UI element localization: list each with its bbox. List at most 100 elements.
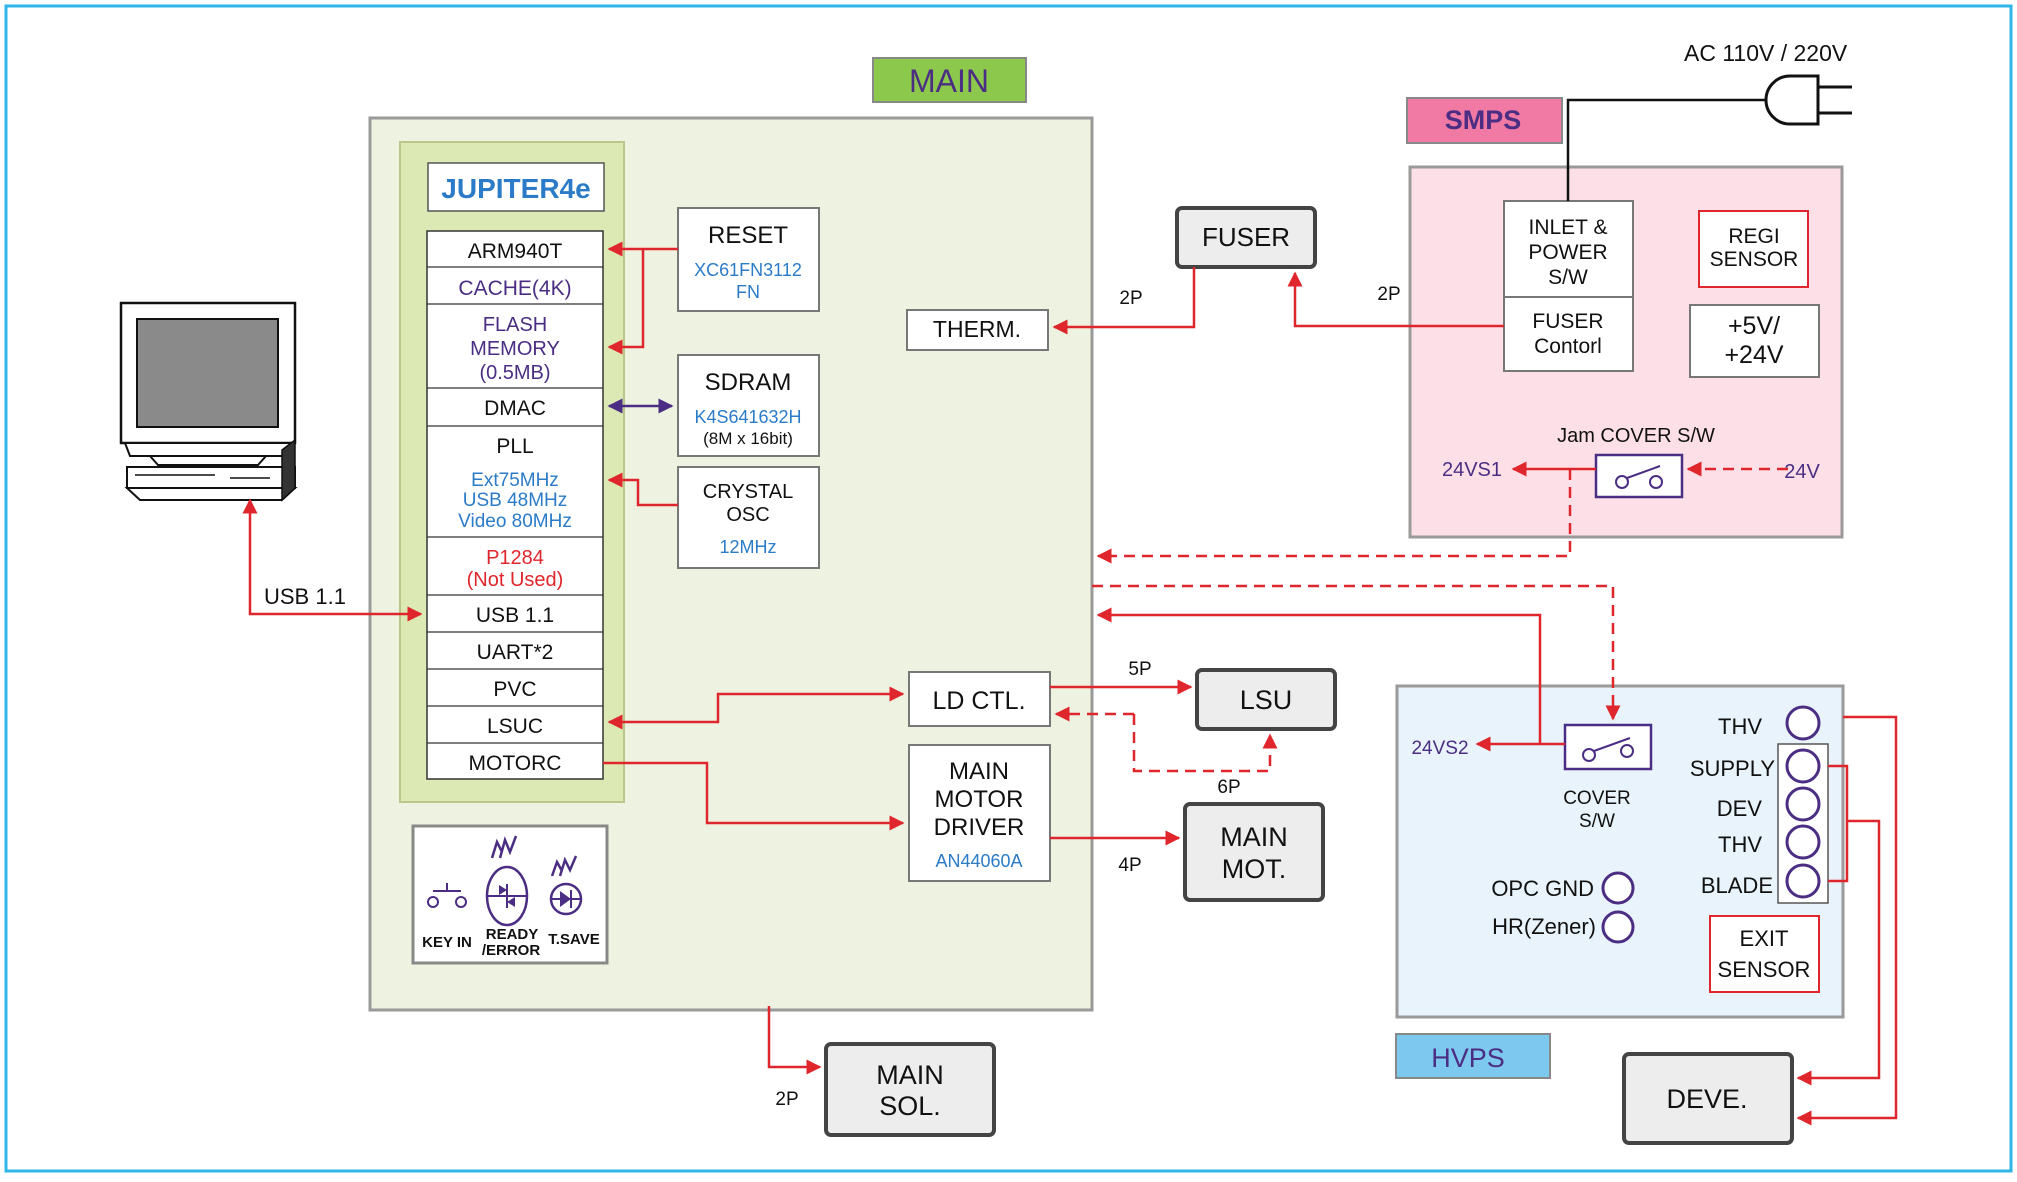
- block-arm: ARM940T: [468, 240, 563, 263]
- usb-link-label: USB 1.1: [264, 584, 346, 609]
- block-lsuc: LSUC: [487, 715, 543, 738]
- terminal-blade: BLADE: [1701, 873, 1773, 898]
- fuser-control-box: [1503, 296, 1634, 372]
- operator-panel: [411, 824, 609, 965]
- hvps-header: [1395, 1033, 1551, 1079]
- terminal-dev-icon: [1785, 786, 1821, 822]
- smps-header-label: SMPS: [1445, 105, 1522, 135]
- main-solenoid-box: [824, 1042, 996, 1137]
- ld-ctl-label: LD CTL.: [932, 687, 1025, 715]
- main-motor-line1: MAIN: [1220, 822, 1288, 852]
- host-computer-icon: [119, 301, 298, 502]
- crystal-box: [677, 466, 820, 569]
- fuser-connector-label: 2P: [1377, 284, 1400, 305]
- block-pll-ext: Ext75MHz: [471, 470, 559, 491]
- reset-part-suffix: FN: [736, 282, 760, 302]
- key-in-label: KEY IN: [422, 934, 472, 951]
- solenoid-connector-label: 2P: [775, 1089, 798, 1110]
- jupiter-title: JUPITER4e: [441, 173, 590, 204]
- deve-label: DEVE.: [1666, 1084, 1747, 1114]
- ready-error-led-icon: [485, 835, 529, 927]
- terminal-thv: THV: [1718, 832, 1762, 857]
- exit-sensor-line2: SENSOR: [1718, 957, 1811, 982]
- terminal-supply: SUPPLY: [1690, 756, 1776, 781]
- reset-box: [677, 207, 820, 312]
- sdram-box: [677, 354, 820, 457]
- smps-24v-label: 24V: [1784, 461, 1820, 483]
- motor-driver-box: [908, 744, 1051, 882]
- smps-header: [1406, 97, 1563, 144]
- fuser-control-line1: FUSER: [1532, 310, 1603, 333]
- sdram-part: K4S641632H: [694, 407, 801, 427]
- terminal-thv-top: THV: [1718, 714, 1762, 739]
- terminal-blade-icon: [1785, 863, 1821, 899]
- crystal-label-line2: OSC: [726, 504, 769, 526]
- key-in-switch-icon: [427, 883, 467, 908]
- therm-label: THERM.: [933, 316, 1021, 342]
- ac-power-cable: [1566, 98, 1766, 201]
- jupiter-title-box: [427, 162, 605, 212]
- main-motor-line2: MOT.: [1222, 854, 1287, 884]
- block-p1284: P1284: [486, 547, 544, 569]
- lsu-power-connector-label: 5P: [1128, 659, 1151, 680]
- therm-connector-label: 2P: [1119, 288, 1142, 309]
- cover-switch-line1: COVER: [1563, 788, 1631, 809]
- smps-24vs1-label: 24VS1: [1442, 459, 1502, 481]
- ld-ctl-box: [908, 671, 1051, 727]
- cover-switch-icon: [1563, 723, 1653, 771]
- terminal-supply-icon: [1785, 748, 1821, 784]
- lsu-signal-connector-label: 6P: [1217, 777, 1240, 798]
- inlet-line3: S/W: [1548, 266, 1588, 289]
- dashed-power-wires: [1054, 461, 1788, 773]
- ac-plug-icon: [1764, 74, 1852, 126]
- deve-box: [1622, 1052, 1794, 1145]
- hr-zener-icon: [1601, 910, 1635, 944]
- block-uart: UART*2: [477, 641, 554, 664]
- error-label: /ERROR: [482, 942, 541, 959]
- block-flash-line2: MEMORY: [470, 338, 560, 360]
- voltage-box: [1689, 304, 1820, 378]
- voltage-line2: +24V: [1724, 341, 1783, 369]
- fuser-control-line2: Contorl: [1534, 335, 1602, 358]
- regi-sensor-line1: REGI: [1728, 225, 1779, 248]
- hr-zener-label: HR(Zener): [1492, 914, 1596, 939]
- regi-sensor-box: [1698, 210, 1809, 288]
- tsave-label: T.SAVE: [548, 931, 599, 948]
- block-flash-line3: (0.5MB): [479, 362, 550, 384]
- motor-driver-line2: MOTOR: [935, 786, 1024, 813]
- block-pvc: PVC: [493, 678, 536, 701]
- signal-wires: [242, 241, 1898, 1126]
- motor-connector-label: 4P: [1118, 855, 1141, 876]
- fuser-label: FUSER: [1202, 222, 1290, 252]
- inlet-line1: INLET &: [1529, 216, 1608, 239]
- block-pll: PLL: [496, 435, 533, 458]
- hvps-24vs2-label: 24VS2: [1411, 738, 1468, 759]
- opc-gnd-icon: [1601, 871, 1635, 905]
- terminal-thv-icon: [1785, 824, 1821, 860]
- therm-box: [906, 309, 1049, 351]
- motor-driver-part: AN44060A: [935, 851, 1022, 871]
- block-cache: CACHE(4K): [458, 277, 571, 300]
- sdram-label: SDRAM: [705, 369, 792, 396]
- opc-gnd-label: OPC GND: [1491, 876, 1594, 901]
- reset-part: XC61FN3112: [694, 260, 802, 280]
- jam-cover-switch-icon: [1594, 453, 1684, 499]
- terminal-thv-top-icon: [1785, 705, 1821, 741]
- ready-label: READY: [486, 926, 539, 943]
- block-pll-video: Video 80MHz: [458, 511, 572, 532]
- inlet-line2: POWER: [1528, 241, 1607, 264]
- block-dmac: DMAC: [484, 397, 546, 420]
- block-pll-usb: USB 48MHz: [463, 490, 568, 511]
- cover-switch-line2: S/W: [1579, 811, 1615, 832]
- exit-sensor-box: [1709, 915, 1820, 993]
- jam-cover-label: Jam COVER S/W: [1557, 425, 1715, 447]
- toner-save-led-icon: [549, 855, 583, 916]
- hvps-header-label: HVPS: [1431, 1043, 1505, 1073]
- lsu-label: LSU: [1240, 685, 1293, 715]
- motor-driver-line1: MAIN: [949, 758, 1009, 785]
- outer-frame: [4, 4, 2013, 1173]
- jupiter-block-stack: [426, 230, 604, 780]
- sdram-spec: (8M x 16bit): [703, 429, 793, 448]
- block-p1284-note: (Not Used): [467, 569, 564, 591]
